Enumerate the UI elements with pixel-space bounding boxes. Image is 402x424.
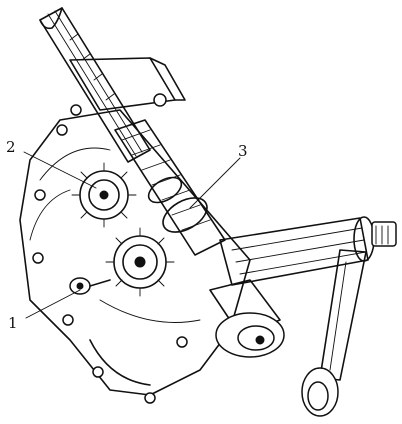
inner-shaft: [114, 119, 226, 256]
crank-handle: [301, 249, 367, 417]
gear-2: [71, 162, 137, 228]
lower-end: [209, 279, 285, 358]
upper-shaft: [39, 7, 151, 163]
main-housing: [19, 109, 251, 404]
leader-1: [25, 289, 81, 319]
callout-label-3: 3: [238, 142, 248, 160]
leader-2: [23, 151, 97, 189]
top-bracket: [56, 57, 186, 136]
callout-label-2: 2: [6, 138, 16, 156]
output-shaft: [219, 216, 397, 286]
bolt-1: [69, 277, 111, 295]
gear-middle: [105, 227, 175, 297]
callout-label-1: 1: [8, 314, 18, 332]
leader-3: [189, 157, 241, 209]
